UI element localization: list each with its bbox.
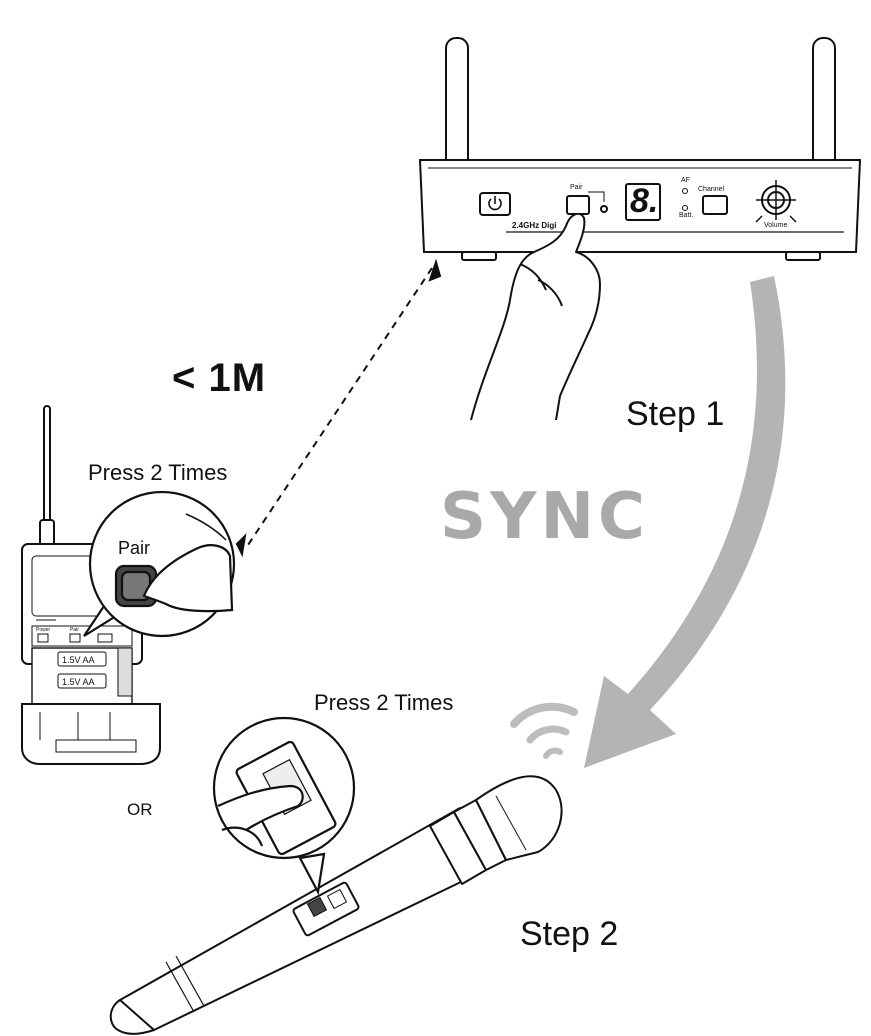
bodypack-pair-button[interactable] — [69, 633, 81, 643]
dashed-double-arrow-icon — [235, 258, 442, 558]
distance-label: < 1M — [172, 356, 267, 400]
bodypack-pair-callout — [83, 490, 236, 638]
or-label: OR — [127, 800, 153, 819]
volume-knob-icon[interactable] — [755, 180, 797, 223]
channel-display — [625, 183, 661, 221]
press-bodypack-label: Press 2 Times — [88, 460, 228, 485]
battery-1 — [57, 651, 107, 667]
bodypack-power-label: Power — [36, 627, 51, 633]
bodypack-pair-label: Pair — [70, 627, 79, 633]
receiver-band-label: 2.4GHz Digi — [512, 221, 557, 230]
receiver — [418, 37, 862, 261]
bodypack-power-button[interactable] — [37, 633, 49, 643]
power-icon — [488, 196, 502, 211]
receiver-af-label: AF — [681, 177, 690, 184]
receiver-display-digit: 8. — [630, 182, 659, 220]
channel-button[interactable] — [702, 195, 728, 215]
pair-callout-label: Pair — [118, 538, 151, 558]
battery-2 — [57, 673, 107, 689]
bodypack-battery-2-label: 1.5V AA — [62, 677, 95, 687]
mic-pair-callout — [212, 716, 356, 896]
pair-led — [600, 205, 608, 213]
receiver-channel-label: Channel — [698, 186, 725, 193]
press-mic-label: Press 2 Times — [314, 690, 454, 715]
curved-arrow-icon — [584, 276, 786, 768]
sync-label: SYNC — [440, 480, 649, 554]
hand-icon — [470, 212, 601, 421]
step1-label: Step 1 — [626, 395, 725, 433]
bodypack-battery-1-label: 1.5V AA — [62, 655, 95, 665]
step2-label: Step 2 — [520, 915, 619, 953]
receiver-volume-label: Volume — [764, 222, 788, 229]
receiver-pair-button[interactable] — [566, 195, 590, 215]
wireless-signal-icon — [510, 702, 578, 759]
receiver-pair-label: Pair — [570, 184, 583, 191]
receiver-batt-label: Batt. — [679, 212, 694, 219]
handheld-microphone — [109, 775, 563, 1035]
